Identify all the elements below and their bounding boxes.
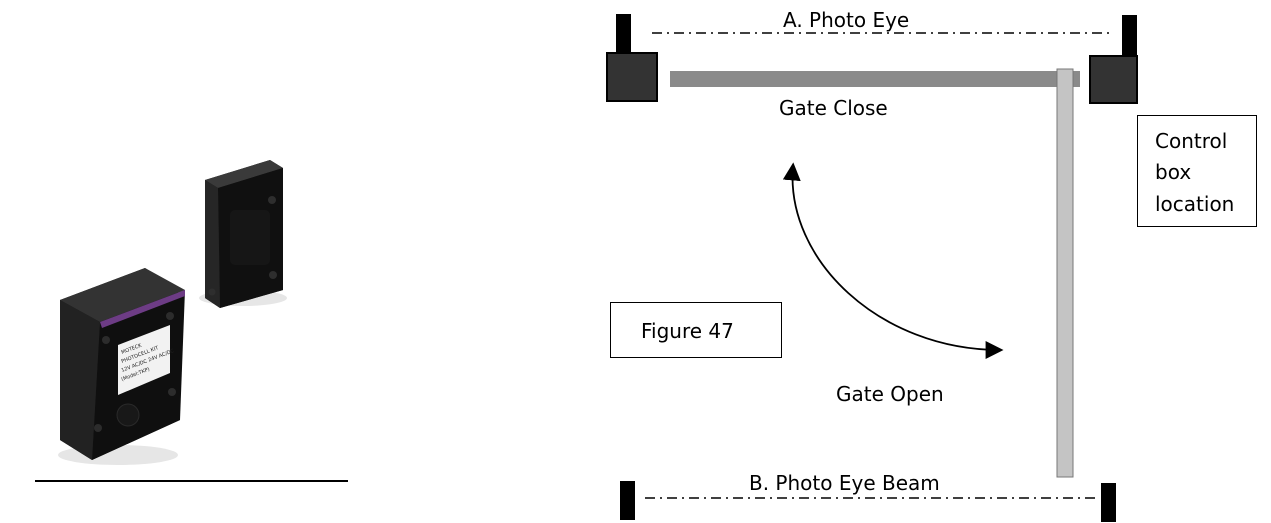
photo-eye-b-label: B. Photo Eye Beam [747,471,942,495]
figure-caption: Figure 47 [641,319,734,343]
gate-close-label: Gate Close [779,96,888,120]
gate-bar-open [1056,68,1074,478]
photocell-kit-photo: MOTECK PHOTOCELL KIT 12V AC/DC 24V AC/DC… [58,160,287,465]
photo-eye-a-post-right [1122,15,1137,57]
gate-open-label: Gate Open [836,382,944,406]
control-box-line: location [1155,192,1235,216]
control-box-location-box: Control box location [1137,115,1257,227]
photo-eye-b-post-right [1101,483,1116,522]
photo-underline [35,480,348,482]
photocell-transmitter-unit: MOTECK PHOTOCELL KIT 12V AC/DC 24V AC/DC… [58,268,185,465]
figure-caption-box: Figure 47 [610,302,782,358]
sensor-block-left [606,52,658,102]
photo-eye-b-post-left [620,481,635,520]
sensor-block-right [1089,55,1138,104]
photocell-receiver-unit [199,160,287,308]
photo-eye-a-label: A. Photo Eye [781,8,912,32]
gate-swing-arrow [782,162,1004,359]
gate-bar-closed [670,71,1080,87]
control-box-line: Control [1155,129,1228,153]
control-box-line: box [1155,160,1192,184]
photo-eye-a-post-left [616,14,631,58]
product-label [118,325,170,395]
